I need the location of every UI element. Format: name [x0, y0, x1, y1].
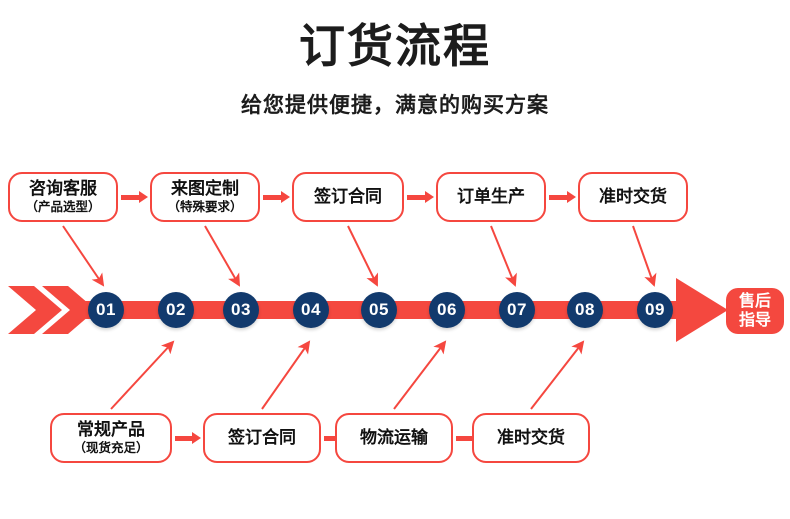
timeline-circle-06-label: 06 — [437, 300, 457, 319]
bottom-step-box-3[interactable]: 物流运输 — [335, 413, 453, 463]
timeline-circle-09[interactable]: 09 — [637, 292, 673, 328]
timeline-circle-05[interactable]: 05 — [361, 292, 397, 328]
arrow-shaft — [407, 194, 425, 200]
top-step-3-title: 签订合同 — [314, 187, 382, 206]
top-step-5-title: 准时交货 — [599, 187, 667, 206]
bottom-step-3-title: 物流运输 — [360, 428, 428, 447]
arrow-head-icon — [567, 191, 576, 203]
timeline-circle-03[interactable]: 03 — [223, 292, 259, 328]
arrow-shaft — [263, 194, 281, 200]
arrow-shaft — [175, 435, 192, 441]
top-arrow-1-2 — [121, 191, 148, 203]
arrow-shaft — [549, 194, 567, 200]
timeline-circle-01-label: 01 — [96, 300, 116, 319]
bottom-step-box-1[interactable]: 常规产品 （现货充足） — [50, 413, 172, 463]
after-sales-badge[interactable]: 售后 指导 — [726, 288, 784, 334]
timeline-circle-02-label: 02 — [166, 300, 186, 319]
top-step-box-5[interactable]: 准时交货 — [578, 172, 688, 222]
arrow-head-icon — [281, 191, 290, 203]
timeline-circle-07[interactable]: 07 — [499, 292, 535, 328]
arrow-head-icon — [425, 191, 434, 203]
timeline-circle-08-label: 08 — [575, 300, 595, 319]
bottom-step-box-2[interactable]: 签订合同 — [203, 413, 321, 463]
timeline-circle-06[interactable]: 06 — [429, 292, 465, 328]
timeline-circle-07-label: 07 — [507, 300, 527, 319]
top-arrow-4-5 — [549, 191, 576, 203]
bottom-step-4-title: 准时交货 — [497, 428, 565, 447]
arrow-shaft — [324, 435, 341, 441]
timeline-circle-01[interactable]: 01 — [88, 292, 124, 328]
timeline-circle-04[interactable]: 04 — [293, 292, 329, 328]
timeline-circle-05-label: 05 — [369, 300, 389, 319]
timeline-circle-09-label: 09 — [645, 300, 665, 319]
top-arrow-2-3 — [263, 191, 290, 203]
arrow-shaft — [456, 435, 473, 441]
bottom-step-box-4[interactable]: 准时交货 — [472, 413, 590, 463]
arrow-head-icon — [139, 191, 148, 203]
top-step-1-title: 咨询客服 — [29, 179, 97, 198]
top-step-box-1[interactable]: 咨询客服 （产品选型） — [8, 172, 118, 222]
page-title: 订货流程 — [299, 20, 491, 72]
top-step-box-2[interactable]: 来图定制 （特殊要求） — [150, 172, 260, 222]
bottom-step-1-title: 常规产品 — [77, 420, 145, 439]
timeline-arrow-head-icon — [676, 278, 728, 342]
top-arrow-3-4 — [407, 191, 434, 203]
top-step-4-title: 订单生产 — [457, 187, 525, 206]
bottom-step-2-title: 签订合同 — [228, 428, 296, 447]
bottom-step-1-subtitle: （现货充足） — [73, 441, 149, 455]
timeline-circle-02[interactable]: 02 — [158, 292, 194, 328]
timeline-circle-04-label: 04 — [301, 300, 321, 319]
arrow-shaft — [121, 194, 139, 200]
top-step-2-subtitle: （特殊要求） — [167, 200, 243, 214]
after-sales-label-line1: 售后 — [738, 293, 771, 310]
top-step-box-3[interactable]: 签订合同 — [292, 172, 404, 222]
top-step-1-subtitle: （产品选型） — [25, 200, 101, 214]
top-step-2-title: 来图定制 — [171, 179, 239, 198]
arrow-head-icon — [192, 432, 201, 444]
bottom-arrow-1-2 — [175, 432, 201, 444]
chevron-icon-1 — [8, 286, 62, 334]
timeline-circle-08[interactable]: 08 — [567, 292, 603, 328]
page-subtitle: 给您提供便捷，满意的购买方案 — [241, 94, 549, 117]
after-sales-label-line2: 指导 — [738, 312, 771, 329]
timeline-circle-03-label: 03 — [231, 300, 251, 319]
top-step-box-4[interactable]: 订单生产 — [436, 172, 546, 222]
